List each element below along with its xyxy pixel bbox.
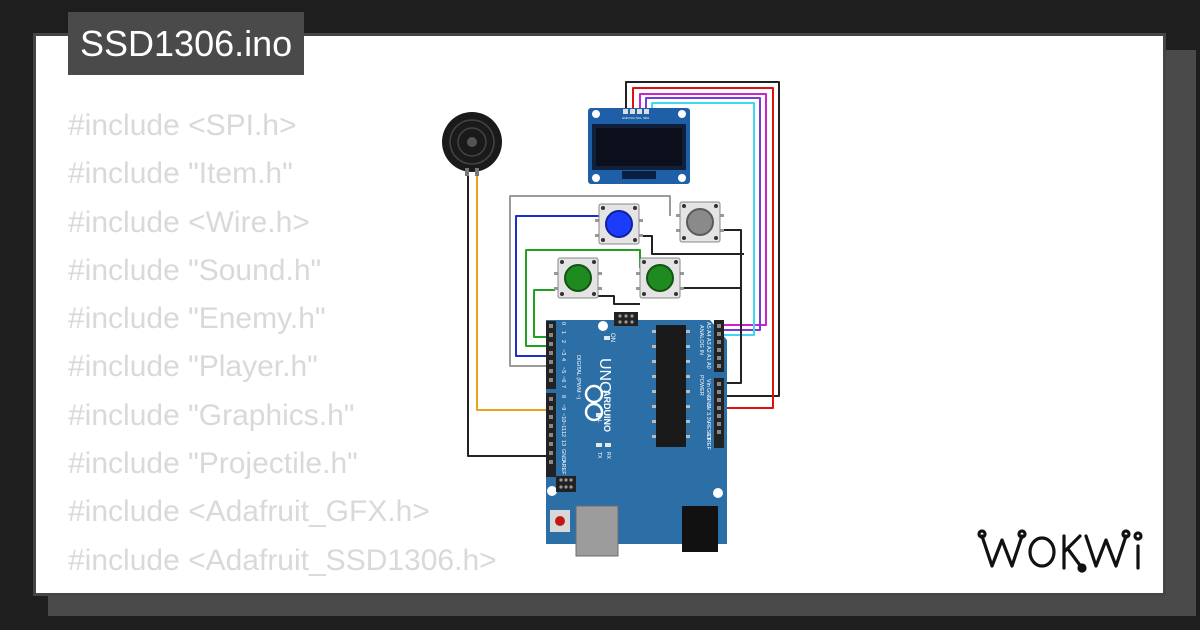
digital-pin-label: 13: [560, 440, 566, 446]
code-line: #include "Enemy.h": [68, 302, 326, 336]
oled-pin-label: SDA: [643, 116, 649, 120]
code-line: #include <Adafruit_SSD1306.h>: [68, 543, 497, 577]
digital-pin-label: 2: [560, 340, 566, 343]
analog-pin-label: A1: [705, 354, 711, 361]
wire-btn-gray: [509, 195, 671, 367]
analog-pin-label: A4: [705, 330, 711, 337]
wire-btn-gnd-4: [598, 295, 640, 305]
board-brand-label: ARDUINO: [602, 390, 612, 432]
power-pin-label: GND: [705, 388, 711, 400]
buzzer[interactable]: [442, 112, 502, 176]
digital-header: [546, 321, 556, 477]
mount-hole: [598, 321, 608, 331]
wire-oled-sda-purple: [645, 97, 761, 331]
code-line: #include "Item.h": [68, 157, 293, 191]
power-analog-header: [714, 320, 724, 448]
digital-pin-label: 1: [560, 331, 566, 334]
wire-btn-gnd-1: [720, 229, 742, 384]
analog-label: ANALOG IN: [698, 325, 704, 355]
code-line: #include "Sound.h": [68, 253, 322, 287]
digital-pin-label: ~3: [560, 349, 566, 355]
file-name-tab: SSD1306.ino: [68, 12, 305, 75]
oled-pin-label: GND: [622, 116, 630, 120]
wire-oled-vcc: [632, 87, 774, 409]
button-blue[interactable]: [595, 203, 643, 245]
analog-pin-label: A5: [705, 322, 711, 329]
power-pin-label: IOREF: [705, 433, 711, 450]
analog-pin-label: A3: [705, 338, 711, 345]
code-line: #include <SPI.h>: [68, 109, 297, 142]
digital-pin-label: 7: [560, 385, 566, 388]
button-gray[interactable]: [676, 201, 724, 243]
digital-pin-label: 0: [560, 322, 566, 325]
oled-pin-label: SCL: [636, 116, 642, 120]
wire-btn-green-right: [525, 249, 641, 347]
l-led: [596, 413, 602, 417]
arduino-uno[interactable]: UNO ARDUINO ON DIGITAL (PWM ~) ANALOG IN…: [546, 312, 727, 557]
reset-button[interactable]: [550, 510, 570, 532]
code-line: #include "Player.h": [68, 350, 318, 384]
oled-pin-label: VCC: [629, 116, 636, 120]
rx-led: [605, 443, 611, 447]
digital-pin-label: 8: [560, 395, 566, 398]
tx-led: [596, 443, 602, 447]
rx-label: RX: [605, 452, 611, 460]
code-preview: #include <SPI.h> #include "Item.h" #incl…: [68, 102, 497, 585]
analog-pin-label: A0: [705, 362, 711, 369]
l-label: L: [596, 420, 602, 423]
digital-pin-label: GND: [560, 449, 566, 461]
code-line: #include "Projectile.h": [68, 447, 358, 481]
wire-oled-sda: [651, 102, 755, 336]
usb-port: [575, 505, 619, 557]
arduino-logo-icon: [584, 384, 604, 422]
code-line: #include <Wire.h>: [68, 205, 310, 239]
digital-pin-label: ~5: [560, 367, 566, 373]
power-jack: [682, 506, 718, 552]
digital-label: DIGITAL (PWM ~): [575, 355, 581, 399]
analog-pin-label: A2: [705, 346, 711, 353]
icsp-header: [556, 312, 638, 492]
digital-pin-label: AREF: [560, 460, 566, 475]
button-green-right[interactable]: [636, 257, 684, 299]
atmega-chip: [652, 325, 690, 447]
digital-pin-label: ~10: [560, 413, 566, 422]
board-model-label: UNO: [596, 358, 613, 394]
power-pin-label: 5V: [705, 404, 711, 411]
digital-pin-label: ~6: [560, 376, 566, 382]
digital-pin-label: ~9: [560, 404, 566, 410]
wire-buzzer-signal: [476, 172, 550, 411]
wokwi-logo: [977, 529, 1143, 573]
board-on-label: ON: [609, 333, 615, 342]
wire-btn-green-left: [533, 289, 555, 338]
digital-pin-label: ~11: [560, 422, 566, 431]
button-green-left[interactable]: [554, 257, 602, 299]
mount-hole: [713, 488, 723, 498]
power-pin-label: Vin: [705, 379, 711, 387]
wire-btn-gnd-2: [638, 235, 744, 255]
oled-display[interactable]: GND VCC SCL SDA: [588, 108, 690, 184]
wire-oled-gnd: [625, 81, 780, 397]
power-pin-label: 3.3V: [705, 412, 711, 424]
wires: [467, 81, 780, 457]
wire-oled-scl: [639, 93, 767, 326]
power-pin-label: RESET: [705, 422, 711, 441]
wire-btn-blue: [515, 215, 600, 357]
power-label: POWER: [698, 375, 704, 396]
oled-pins: [623, 109, 649, 114]
code-line: #include "Graphics.h": [68, 398, 355, 432]
code-line: #include <Adafruit_GFX.h>: [68, 495, 430, 529]
power-pin-label: GND: [705, 396, 711, 408]
wire-buzzer-gnd: [467, 172, 550, 457]
on-led: [604, 336, 610, 340]
digital-pin-label: 12: [560, 431, 566, 437]
digital-pin-label: 4: [560, 358, 566, 361]
tx-label: TX: [596, 452, 602, 459]
mount-hole: [547, 486, 557, 496]
